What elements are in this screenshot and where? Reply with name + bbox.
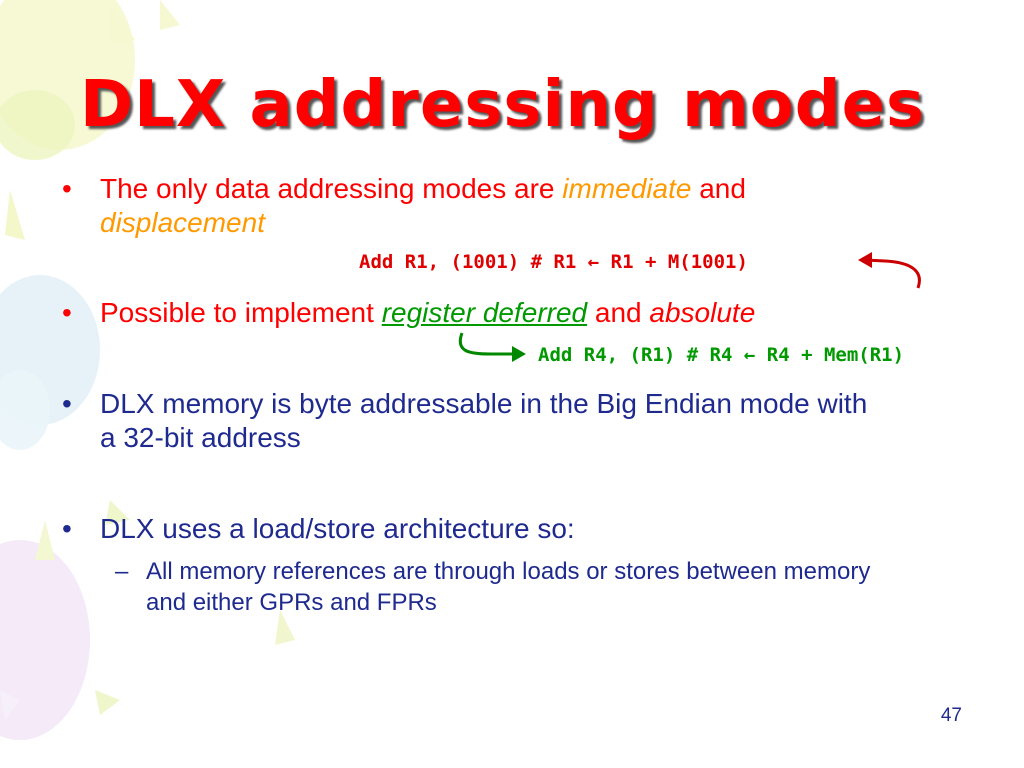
bullet-text: The only data addressing modes are immed…	[100, 172, 900, 240]
bullet-text-part: Possible to implement	[100, 297, 382, 328]
code-example-displacement: Add R1, (1001) # R1 ← R1 + M(1001)	[359, 251, 748, 273]
bullet-text: DLX memory is byte addressable in the Bi…	[100, 388, 868, 453]
bullet-text-part: and	[587, 297, 650, 328]
term-immediate: immediate	[562, 173, 692, 204]
bullet-marker: •	[62, 388, 72, 419]
term-displacement: displacement	[100, 207, 265, 238]
bullet-text: DLX uses a load/store architecture so:	[100, 513, 575, 544]
slide-title: DLX addressing modes	[80, 68, 926, 142]
term-absolute: absolute	[649, 297, 756, 328]
sub-bullet-marker: –	[115, 558, 129, 585]
bullet-marker: •	[62, 297, 72, 328]
bullet-text-part: and	[691, 173, 746, 204]
bullet-marker: •	[62, 173, 72, 204]
red-curved-arrow	[858, 252, 921, 289]
page-number: 47	[940, 705, 962, 726]
green-curved-arrow	[458, 332, 526, 362]
sub-bullet-text: All memory references are through loads …	[146, 558, 871, 616]
bullet-text-part: The only data addressing modes are	[100, 173, 563, 204]
bullet-marker: •	[62, 513, 72, 544]
term-register-deferred: register deferred	[381, 297, 588, 328]
bullet-text: Possible to implement register deferred …	[100, 296, 900, 330]
code-example-register-deferred: Add R4, (R1) # R4 ← R4 + Mem(R1)	[538, 344, 905, 366]
